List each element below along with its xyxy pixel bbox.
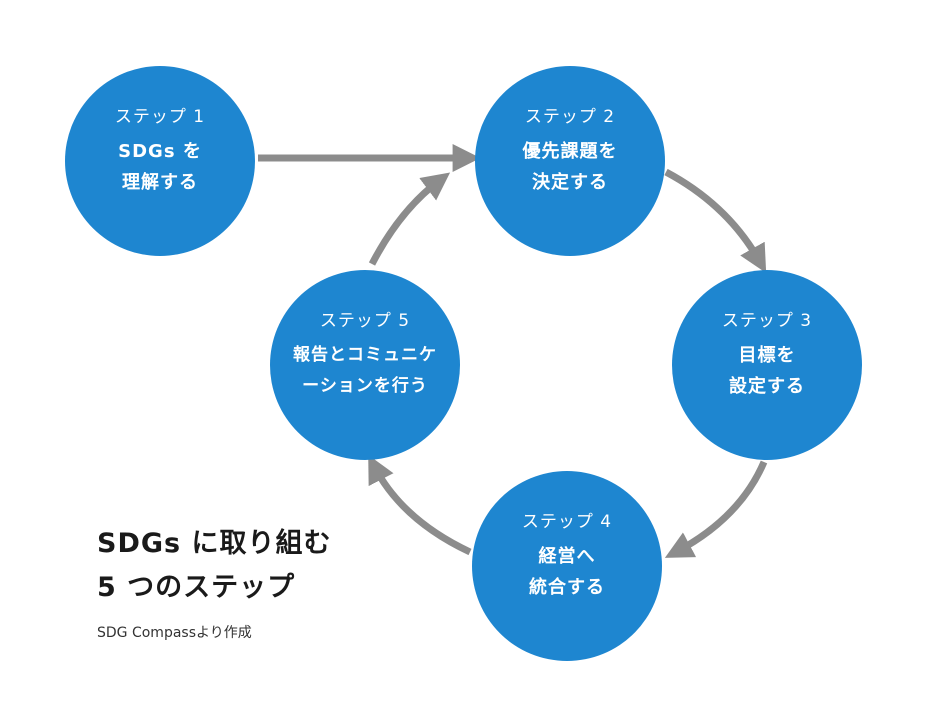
step-2-circle: ステップ 2 優先課題を 決定する xyxy=(475,66,665,256)
step-5-title-line2: ーションを行う xyxy=(302,376,428,396)
step-2-title-line2: 決定する xyxy=(532,172,608,193)
step-4-title: 経営へ 統合する xyxy=(472,541,662,603)
step-3-circle: ステップ 3 目標を 設定する xyxy=(672,270,862,460)
step-4-label: ステップ 4 xyxy=(521,512,613,532)
step-2-title-line1: 優先課題を xyxy=(522,141,618,162)
step-3-title: 目標を 設定する xyxy=(672,340,862,402)
step-5-title: 報告とコミュニケ ーションを行う xyxy=(270,340,460,402)
step-1-title-line2: 理解する xyxy=(122,172,198,193)
arrow-step5-to-step2 xyxy=(368,172,451,266)
arrow-step2-to-step3 xyxy=(664,168,767,273)
step-2-title: 優先課題を 決定する xyxy=(475,136,665,198)
step-3-title-line1: 目標を xyxy=(738,345,796,366)
diagram-title-line1: SDGs に取り組む xyxy=(97,528,332,559)
step-5-title-line1: 報告とコミュニケ xyxy=(293,345,437,365)
step-3-title-line2: 設定する xyxy=(729,376,805,397)
source-note: SDG Compassより作成 xyxy=(97,625,252,641)
step-1-title: SDGs を 理解する xyxy=(65,136,255,198)
diagram-title-line2: 5 つのステップ xyxy=(97,572,296,603)
step-4-title-line2: 統合する xyxy=(529,577,605,598)
step-4-title-line1: 経営へ xyxy=(538,546,596,567)
step-5-label: ステップ 5 xyxy=(319,311,411,331)
step-1-label: ステップ 1 xyxy=(114,107,206,127)
step-3-label: ステップ 3 xyxy=(721,311,813,331)
arrow-step3-to-step4 xyxy=(664,460,768,558)
step-1-circle: ステップ 1 SDGs を 理解する xyxy=(65,66,255,256)
step-2-label: ステップ 2 xyxy=(524,107,616,127)
step-5-circle: ステップ 5 報告とコミュニケ ーションを行う xyxy=(270,270,460,460)
arrow-step4-to-step5 xyxy=(368,454,472,556)
step-4-circle: ステップ 4 経営へ 統合する xyxy=(472,471,662,661)
diagram-title: SDGs に取り組む 5 つのステップ xyxy=(97,522,332,610)
step-1-title-line1: SDGs を xyxy=(118,141,202,162)
